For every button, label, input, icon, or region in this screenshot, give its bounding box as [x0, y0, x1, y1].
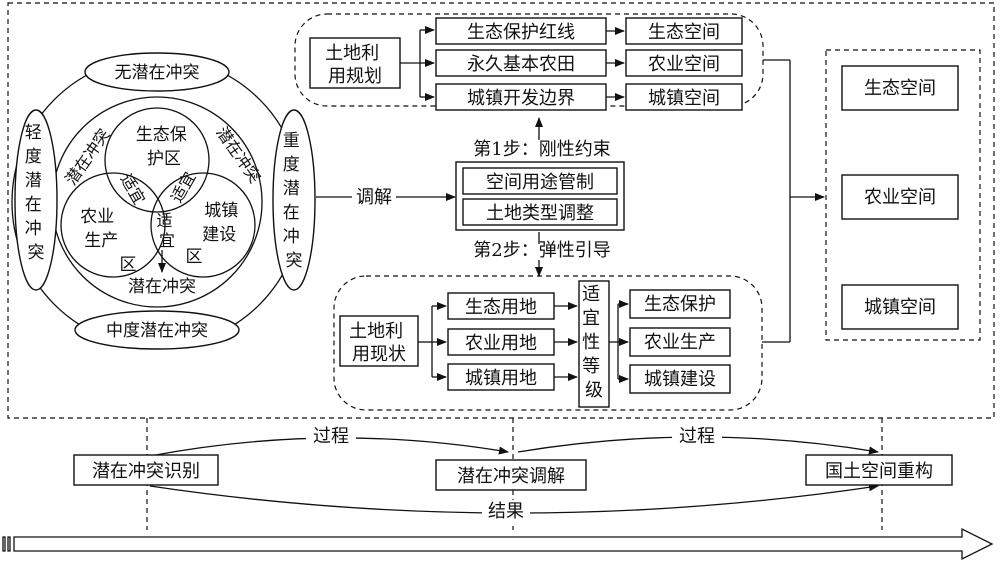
mild-char: 潜	[25, 171, 42, 191]
mild-char: 冲	[25, 219, 42, 239]
eco-zone-label: 生态保 护区	[136, 125, 192, 169]
status-item-label: 农业用地	[465, 333, 537, 354]
status-output-box	[629, 289, 731, 319]
status-item-label: 城镇用地	[465, 368, 537, 389]
result-label: 结果	[488, 501, 524, 522]
agri-zone-circle	[60, 172, 166, 278]
result-space-label: 生态空间	[864, 78, 936, 99]
planning-item-box	[435, 83, 607, 111]
planning-source-label: 土地利 用规划	[325, 43, 385, 87]
potential-conflict-right-label: 潜在冲突	[212, 123, 264, 186]
result-space-box	[841, 174, 959, 220]
moderate-conflict-label: 中度潜在冲突	[106, 321, 208, 341]
process2-label: 过程	[679, 426, 715, 447]
planning-item-label: 生态保护红线	[467, 22, 575, 43]
suitable-label-vertical: 适 宜	[156, 211, 177, 250]
status-source-label: 土地利 用现状	[349, 321, 409, 365]
mild-char: 突	[28, 243, 45, 263]
step1-label: 第1步：刚性约束	[473, 139, 610, 160]
result-space-label: 城镇空间	[864, 297, 936, 318]
severe-char: 重	[283, 131, 300, 151]
status-item-box	[447, 292, 555, 320]
middle-box-label: 土地类型调整	[486, 203, 594, 224]
status-output-label: 城镇建设	[644, 369, 716, 390]
conflict-ring-group: 无潜在冲突 中度潜在冲突 轻 度 潜 在 冲 突 重 度 潜 在 冲 突 生态保…	[11, 52, 316, 350]
status-output-box	[629, 364, 731, 394]
planning-output-label: 生态空间	[648, 22, 720, 43]
stage-label: 潜在冲突调解	[457, 466, 565, 487]
planning-item-label: 永久基本农田	[467, 54, 575, 75]
urban-zone-label: 城镇 建设 区	[186, 201, 244, 267]
severe-char: 在	[283, 203, 300, 223]
severe-char: 度	[283, 155, 300, 175]
result-dashed-group	[825, 49, 981, 341]
timeline-tick	[7, 536, 11, 552]
stage-box-reconstruct	[805, 454, 953, 486]
result-space-label: 农业空间	[864, 187, 936, 208]
stage-label: 潜在冲突识别	[92, 461, 200, 482]
mild-char: 轻	[25, 123, 42, 143]
middle-box-label: 空间用途管制	[486, 172, 594, 193]
timeline-arrow	[13, 527, 994, 561]
status-source-box	[339, 315, 419, 367]
status-output-box	[629, 327, 731, 357]
result-space-box	[841, 65, 959, 111]
mild-char: 在	[25, 195, 42, 215]
planning-output-box	[625, 49, 743, 77]
result-space-box	[841, 284, 959, 330]
agri-zone-label: 农业 生产 区	[80, 207, 136, 275]
severe-conflict-label: 重 度 潜 在 冲 突	[283, 131, 305, 271]
suitable-label: 适宜	[117, 171, 149, 208]
status-output-label: 农业生产	[644, 332, 716, 353]
step2-label: 第2步：弹性引导	[473, 240, 610, 261]
middle-box	[462, 198, 618, 226]
suitability-grade-box	[578, 280, 610, 408]
mild-conflict-ellipse	[14, 109, 58, 291]
timeline-tick	[2, 536, 6, 552]
eco-zone-circle	[104, 107, 210, 213]
severe-char: 突	[286, 251, 303, 271]
outer-dashed-frame	[7, 2, 995, 419]
status-item-box	[447, 328, 555, 356]
planning-source-box	[309, 37, 401, 89]
moderate-conflict-ellipse	[74, 310, 240, 350]
status-item-box	[447, 363, 555, 391]
urban-zone-circle	[150, 172, 256, 278]
planning-item-box	[435, 49, 607, 77]
potential-conflict-bottom-label: 潜在冲突	[128, 277, 196, 297]
suitability-grade-label: 适 宜 性 等 级	[582, 284, 606, 401]
stage-box-mediate	[435, 459, 587, 491]
planning-output-box	[625, 17, 743, 45]
planning-output-label: 城镇空间	[648, 88, 720, 109]
no-conflict-ellipse	[84, 52, 230, 92]
planning-output-label: 农业空间	[648, 54, 720, 75]
planning-item-label: 城镇开发边界	[467, 88, 575, 109]
status-dashed-group	[333, 275, 763, 411]
stage-label: 国土空间重构	[825, 461, 933, 482]
severe-char: 潜	[283, 179, 300, 199]
middle-box	[462, 167, 618, 195]
severe-char: 冲	[283, 227, 300, 247]
mediation-label: 调解	[356, 187, 392, 208]
mild-char: 度	[25, 147, 42, 167]
stage-box-identify	[73, 454, 219, 486]
severe-conflict-ellipse	[272, 109, 316, 291]
mild-conflict-label: 轻 度 潜 在 冲 突	[25, 123, 47, 263]
status-output-label: 生态保护	[644, 294, 716, 315]
no-conflict-label: 无潜在冲突	[115, 63, 200, 83]
planning-output-box	[625, 83, 743, 111]
process1-label: 过程	[313, 426, 349, 447]
status-item-label: 生态用地	[465, 297, 537, 318]
